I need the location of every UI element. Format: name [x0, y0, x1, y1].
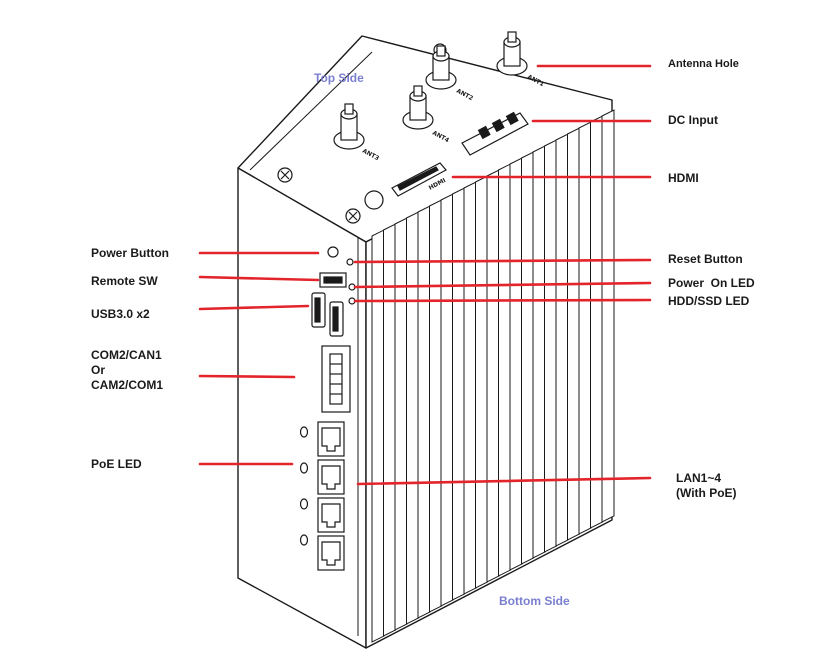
screw-icon: [277, 167, 293, 183]
label-dc-input: DC Input: [668, 113, 718, 127]
label-remote-sw: Remote SW: [91, 274, 158, 288]
leader-usb: [198, 304, 310, 311]
poe-leds: [299, 426, 309, 546]
heatsink-fin: [521, 151, 534, 565]
leader-reset-button: [353, 258, 652, 264]
label-usb: USB3.0 x2: [91, 307, 150, 321]
heatsink-fin: [394, 217, 408, 631]
label-hdmi: HDMI: [668, 171, 699, 185]
poe-led-icon: [299, 426, 309, 438]
heatsink-fin: [601, 109, 615, 523]
poe-led-icon: [299, 534, 309, 546]
leader-lines: [198, 64, 652, 486]
lan-port-icon: [317, 535, 345, 571]
antenna-connector-icon: [425, 45, 457, 90]
label-lan-line: LAN1~4: [676, 471, 722, 485]
poe-led-icon: [299, 462, 309, 474]
lan-port-icon: [317, 459, 345, 495]
front-panel-parts: [299, 246, 356, 571]
usb-port-icon: [329, 301, 344, 337]
reset-button-icon: [346, 258, 354, 266]
com-port-icon: [321, 345, 351, 413]
vent-hole: [364, 190, 384, 210]
heatsink-fin: [498, 163, 511, 577]
label-hdd-ssd-led: HDD/SSD LED: [668, 294, 750, 308]
heatsink-fin: [475, 175, 488, 589]
top-face-edge: [249, 51, 373, 171]
lan-ports: [317, 421, 345, 571]
heatsink-fin: [452, 187, 465, 601]
heatsink-fin: [555, 133, 569, 547]
label-com-line: COM2/CAN1: [91, 348, 162, 362]
lan-port-icon: [317, 497, 345, 533]
leader-lan: [356, 476, 652, 486]
leader-com: [198, 374, 296, 379]
dc-terminal-icon: [461, 111, 529, 156]
label-reset-button: Reset Button: [668, 252, 743, 266]
label-power-button: Power Button: [91, 246, 169, 260]
heatsink-fin: [406, 211, 419, 625]
label-com-line: CAM2/COM1: [91, 378, 164, 392]
heatsink-fin: [417, 205, 431, 619]
label-poe-led: PoE LED: [91, 457, 142, 471]
antenna-connector-icon: [402, 85, 434, 130]
lan-port-icon: [317, 421, 345, 457]
label-lan-line: (With PoE): [676, 486, 737, 500]
heatsink-fin: [463, 181, 477, 595]
label-com-line: Or: [91, 363, 106, 377]
heatsink-fin: [509, 157, 523, 571]
label-lan: LAN1~4 (With PoE): [676, 471, 737, 501]
antenna-connector-icon: [496, 31, 528, 76]
leader-hdd-led: [353, 298, 652, 303]
heatsink-fin: [578, 121, 592, 535]
label-com: COM2/CAN1 Or CAM2/COM1: [91, 348, 163, 393]
hdmi-port-icon: [391, 162, 447, 197]
label-antenna-hole: Antenna Hole: [668, 58, 739, 70]
leader-remote-sw: [198, 275, 320, 282]
bottom-side-label: Bottom Side: [499, 594, 570, 608]
leader-power-led: [353, 281, 652, 289]
poe-led-icon: [299, 498, 309, 510]
power-button-icon: [327, 246, 339, 258]
heatsink-fin: [486, 169, 500, 583]
label-power-on-led: Power On LED: [668, 276, 755, 290]
antenna-connector-icon: [333, 103, 365, 150]
heatsink-fin: [371, 229, 385, 643]
heatsink-fin: [532, 145, 546, 559]
heatsink-fin: [440, 193, 454, 607]
screw-icon: [345, 208, 361, 224]
top-side-label: Top Side: [314, 71, 364, 85]
usb-port-icon: [311, 292, 326, 328]
heatsink-fin: [544, 139, 557, 553]
